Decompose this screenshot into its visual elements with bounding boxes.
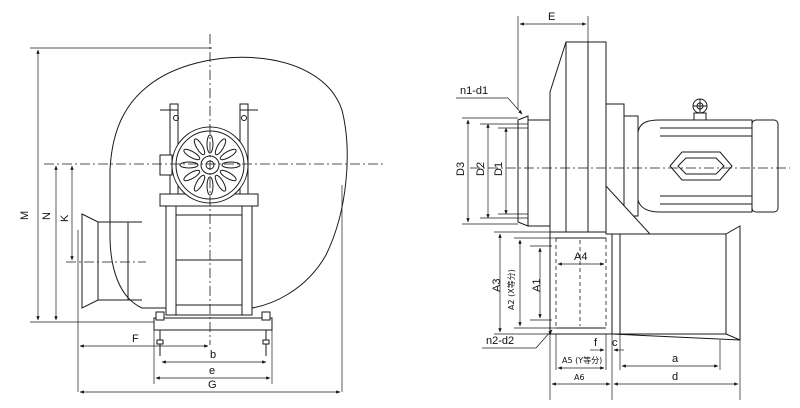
dim-label-E: E — [548, 11, 555, 23]
dim-label-D1: D1 — [493, 162, 505, 176]
front-view: M N K F b e G — [19, 34, 385, 394]
dim-label-D2: D2 — [475, 162, 487, 176]
outlet-duct — [81, 213, 142, 309]
pulley-spoke — [193, 138, 206, 156]
outlet-flange — [549, 231, 613, 335]
dim-label-a: a — [672, 353, 679, 365]
dim-label-d: d — [672, 371, 678, 383]
dim-label-A4: A4 — [574, 251, 587, 263]
dim-label-n2d2: n2-d2 — [486, 335, 514, 347]
dim-label-A6: A6 — [574, 373, 585, 382]
base-plate — [153, 311, 273, 356]
pulley-spoke — [183, 148, 201, 161]
dim-label-e: e — [209, 365, 215, 377]
dim-label-A1: A1 — [531, 279, 543, 292]
pulley-spoke — [219, 148, 237, 161]
dim-label-A3: A3 — [491, 279, 503, 292]
pulley-spoke — [206, 176, 214, 196]
dim-label-A5: A5 (Y等分) — [562, 355, 602, 365]
pulley-spoke — [214, 174, 227, 192]
dim-label-K: K — [59, 214, 71, 222]
dim-label-b: b — [210, 349, 216, 361]
motor — [637, 98, 779, 213]
dim-label-n1d1: n1-d1 — [460, 85, 488, 97]
dim-label-M: M — [19, 211, 31, 220]
dim-label-G: G — [208, 379, 217, 391]
dim-label-D3: D3 — [455, 162, 467, 176]
dim-label-c: c — [612, 337, 618, 349]
pulley-spoke — [219, 169, 237, 182]
side-view: E n1-d1 D3 D2 D1 A3 A2 (X等分) A1 A4 — [455, 11, 790, 400]
dim-label-F: F — [132, 333, 139, 345]
pulley-spoke — [179, 161, 199, 169]
motor-base-stand — [611, 225, 741, 341]
dim-label-N: N — [41, 212, 53, 220]
pulley-spoke — [214, 138, 227, 156]
bearing-housing — [605, 103, 652, 235]
pulley-spoke — [183, 169, 201, 182]
dim-label-A2: A2 (X等分) — [506, 269, 516, 310]
volute-housing — [109, 56, 348, 309]
pulley-spoke — [221, 161, 241, 169]
pulley-spoke — [206, 134, 214, 154]
inlet-flange — [517, 115, 529, 227]
dim-label-f: f — [594, 337, 598, 349]
housing-side — [549, 41, 607, 233]
pulley-spoke — [193, 174, 206, 192]
